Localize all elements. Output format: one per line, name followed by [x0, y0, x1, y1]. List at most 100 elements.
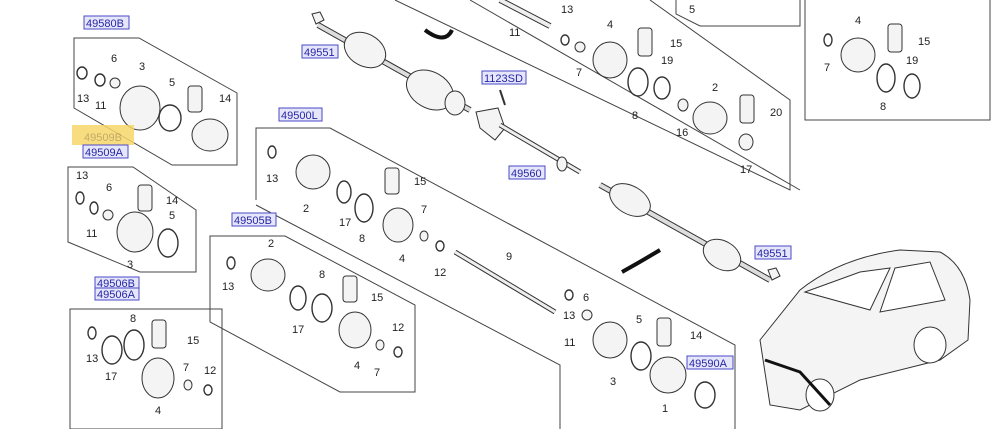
callout: 7: [576, 67, 582, 79]
svg-text:49580B: 49580B: [86, 18, 124, 30]
callout: 7: [374, 367, 380, 379]
callout: 1: [662, 403, 668, 415]
callout: 5: [169, 77, 175, 89]
part-code-49509B[interactable]: 49509B: [84, 132, 122, 144]
callout: 11: [564, 337, 575, 349]
frame-49580B: [73, 37, 238, 166]
svg-text:49500L: 49500L: [281, 110, 318, 122]
callout: 11: [86, 228, 97, 240]
callout: 3: [127, 259, 133, 271]
callout: 8: [319, 269, 325, 281]
callout: 8: [880, 101, 886, 113]
callouts-49506: 8 15 13 17 7 12 4: [86, 313, 216, 417]
callout: 4: [399, 253, 405, 265]
callout: 5: [636, 314, 642, 326]
callout: 15: [187, 335, 199, 347]
callout: 19: [906, 55, 918, 67]
frame-top-right: [804, 0, 991, 121]
frame-top-mid: [675, 0, 801, 27]
callout: 5: [689, 4, 695, 16]
part-code-49590A[interactable]: 49590A: [686, 355, 734, 370]
callout: 7: [824, 62, 830, 74]
callout: 4: [855, 15, 861, 27]
part-code-49506B[interactable]: 49506B: [94, 276, 140, 290]
callouts-49580B: 6 3 13 11 5 14: [77, 53, 231, 112]
svg-text:49590A: 49590A: [689, 358, 728, 370]
callout: 5: [169, 210, 175, 222]
callout: 2: [712, 82, 718, 94]
frame-49509A: [67, 166, 197, 273]
callout: 12: [434, 267, 446, 279]
callout: 14: [166, 195, 178, 207]
part-code-49560[interactable]: 49560: [508, 165, 546, 180]
part-code-49580B[interactable]: 49580B: [83, 15, 130, 30]
callout: 2: [268, 238, 274, 250]
callout: 11: [95, 100, 106, 112]
intermediate-shaft: [475, 89, 582, 175]
callout: 7: [421, 204, 427, 216]
svg-text:49551: 49551: [304, 47, 335, 59]
callout: 15: [371, 292, 383, 304]
callouts-top-right: 4 15 7 19 8: [824, 15, 930, 113]
highlight-49509B: [72, 125, 134, 145]
callout: 16: [676, 127, 688, 139]
callout: 15: [414, 176, 426, 188]
callout: 3: [139, 61, 145, 73]
frame-top-center: [394, 0, 791, 191]
callouts-49505B: 2 13 8 15 17 12 7 4: [222, 238, 404, 379]
svg-text:49506B: 49506B: [97, 278, 135, 290]
svg-text:49506A: 49506A: [97, 289, 136, 301]
callout: 4: [354, 360, 360, 372]
svg-text:49509A: 49509A: [85, 147, 124, 159]
frame-49500L-bottom: [255, 204, 561, 429]
callout: 17: [292, 324, 304, 336]
part-code-49505B[interactable]: 49505B: [231, 212, 277, 227]
callout: 11: [509, 27, 520, 39]
callout: 12: [392, 322, 404, 334]
lower-drive-shaft: [598, 182, 781, 283]
callout: 13: [77, 93, 89, 105]
component-shapes: [75, 23, 921, 409]
frame-49500L: [255, 127, 736, 429]
callouts-bottom-center: 6 5 14 13 11 3 1: [563, 292, 702, 415]
part-code-49500L[interactable]: 49500L: [278, 107, 323, 122]
shaft-9: [453, 249, 557, 315]
callout: 2: [303, 203, 309, 215]
part-code-49551-right[interactable]: 49551: [754, 245, 792, 260]
callout: 6: [583, 292, 589, 304]
callout: 14: [219, 93, 231, 105]
callout: 17: [740, 164, 752, 176]
callout: 17: [105, 371, 117, 383]
callout: 13: [222, 281, 234, 293]
callout: 13: [563, 310, 575, 322]
svg-text:1123SD: 1123SD: [484, 73, 523, 85]
callout: 20: [770, 107, 782, 119]
callout: 3: [610, 376, 616, 388]
frame-49505B: [209, 235, 416, 393]
callout: 7: [183, 362, 189, 374]
part-code-49506A[interactable]: 49506A: [94, 287, 140, 301]
svg-text:49551: 49551: [757, 248, 788, 260]
callout: 8: [130, 313, 136, 325]
callouts-49500L: 13 15 2 17 7 8 4 12: [266, 173, 446, 279]
callout: 13: [86, 353, 98, 365]
vehicle-illustration: [759, 249, 971, 412]
callout: 9: [506, 251, 512, 263]
part-code-49551-top[interactable]: 49551: [301, 44, 339, 59]
callout: 14: [690, 330, 702, 342]
callout: 8: [359, 233, 365, 245]
svg-text:49560: 49560: [511, 168, 542, 180]
callout: 4: [155, 405, 161, 417]
svg-text:49509B: 49509B: [84, 132, 122, 144]
callouts-49509A: 13 6 14 5 11 3: [76, 170, 178, 271]
callout: 6: [111, 53, 117, 65]
svg-text:49505B: 49505B: [234, 215, 272, 227]
part-code-1123SD[interactable]: 1123SD: [481, 70, 527, 85]
callout: 13: [561, 4, 573, 16]
callout: 15: [918, 36, 930, 48]
part-code-49509A[interactable]: 49509A: [82, 144, 129, 159]
callout: 6: [106, 182, 112, 194]
callout: 17: [339, 217, 351, 229]
callouts-top-center: 11 13 4 15 7 19 8 2 20 16 17 5: [509, 4, 782, 176]
